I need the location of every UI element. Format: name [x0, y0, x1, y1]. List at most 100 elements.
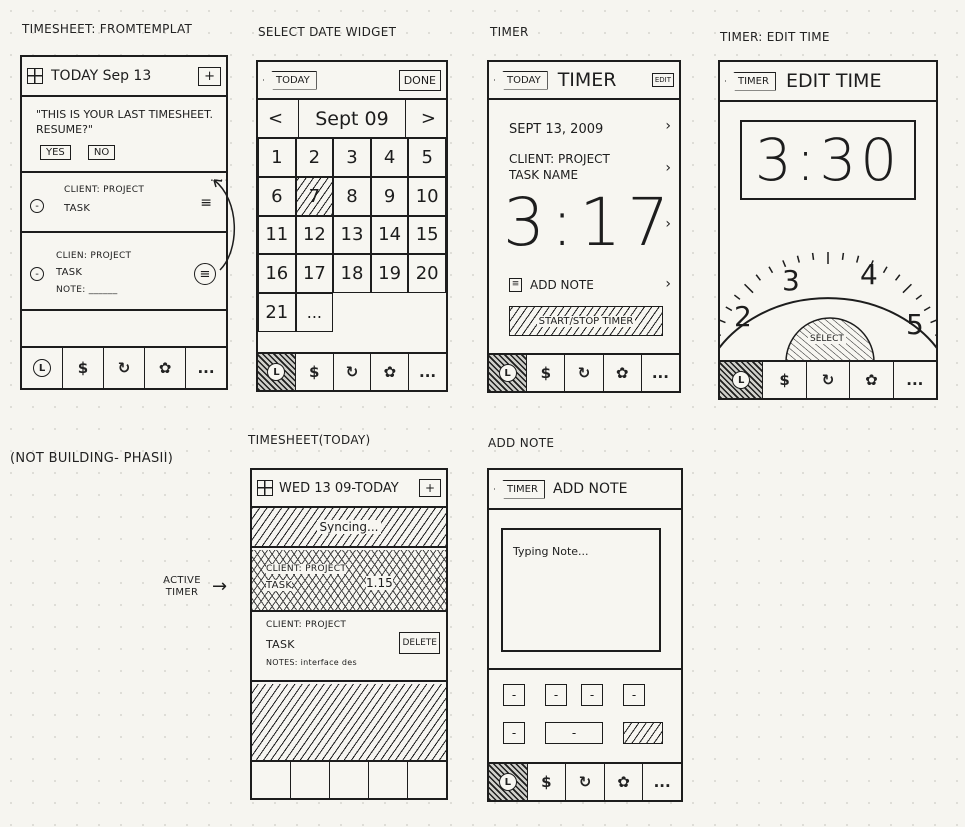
list-item[interactable]: - CLIENT: PROJECT TASK ≡	[22, 175, 226, 233]
tab-refresh[interactable]: ↻	[807, 362, 851, 398]
calendar-day[interactable]: 11	[258, 215, 296, 255]
delete-button[interactable]: DELETE	[399, 632, 440, 654]
dial-label-3: 3	[782, 264, 800, 297]
dial-tick	[755, 274, 762, 281]
tab-clock[interactable]: L	[720, 362, 764, 398]
drag-handle-icon[interactable]: ≡	[200, 195, 212, 211]
calendar-day[interactable]: 5	[408, 138, 446, 177]
add-button[interactable]: +	[198, 66, 221, 86]
calendar-day[interactable]: 19	[370, 254, 409, 294]
tab-refresh[interactable]: ↻	[104, 348, 145, 388]
add-button[interactable]: +	[418, 479, 441, 497]
space-key[interactable]: -	[545, 722, 603, 744]
return-key[interactable]	[623, 722, 663, 744]
dial-tick	[894, 274, 901, 281]
tab-1[interactable]	[252, 762, 291, 798]
calendar-day[interactable]: 10	[408, 176, 446, 216]
tab-5[interactable]	[408, 762, 446, 798]
next-month-button[interactable]: >	[420, 108, 436, 129]
refresh-icon: ↻	[578, 773, 592, 791]
tab-more[interactable]: ...	[409, 354, 446, 390]
dial-tick	[782, 260, 787, 268]
tab-settings[interactable]: ✿	[605, 764, 644, 800]
tab-refresh[interactable]: ↻	[334, 354, 372, 390]
calendar-day[interactable]: ...	[295, 293, 334, 332]
tab-more[interactable]: ...	[186, 348, 226, 388]
calendar-day[interactable]: 16	[258, 254, 296, 294]
start-stop-button[interactable]: START/STOP TIMER	[509, 306, 663, 336]
back-button[interactable]: TIMER	[725, 71, 776, 91]
remove-icon[interactable]: -	[30, 267, 44, 281]
timer-client: CLIENT: PROJECT	[509, 152, 610, 166]
calendar-day[interactable]: 15	[408, 215, 446, 255]
calendar-day[interactable]: 20	[408, 254, 446, 294]
drag-handle-icon[interactable]: ≡	[194, 263, 216, 285]
key[interactable]: -	[503, 684, 525, 706]
clock-icon: L	[498, 773, 517, 791]
edit-button[interactable]: EDIT	[651, 73, 674, 87]
no-button[interactable]: NO	[87, 145, 116, 160]
done-button[interactable]: DONE	[398, 69, 441, 91]
calendar-day[interactable]: 4	[370, 138, 409, 177]
yes-button[interactable]: YES	[40, 145, 71, 160]
time-dial[interactable]	[720, 212, 936, 362]
time-row[interactable]: 3:17 ›	[489, 184, 679, 261]
tab-money[interactable]: $	[528, 764, 567, 800]
calendar-day[interactable]: 9	[370, 176, 409, 216]
header: TIMER ADD NOTE	[489, 470, 681, 510]
tab-settings[interactable]: ✿	[371, 354, 410, 390]
calendar-day[interactable]: 8	[333, 176, 371, 216]
key[interactable]: -	[623, 684, 645, 706]
calendar-day[interactable]: 14	[370, 215, 409, 255]
back-button[interactable]: TODAY	[494, 70, 548, 90]
date-row[interactable]: SEPT 13, 2009 ›	[509, 118, 679, 138]
dial-tick	[720, 319, 726, 324]
calendar-day[interactable]: 21	[258, 293, 296, 332]
project-row[interactable]: CLIENT: PROJECT TASK NAME ›	[509, 152, 679, 188]
tab-refresh[interactable]: ↻	[566, 764, 605, 800]
add-note-row[interactable]: ≡ ADD NOTE ›	[509, 274, 679, 296]
tab-clock[interactable]: L	[22, 348, 63, 388]
tab-4[interactable]	[369, 762, 408, 798]
calendar-day[interactable]: 18	[333, 254, 371, 294]
calendar-day[interactable]: 7	[295, 176, 334, 216]
tab-more[interactable]: ...	[894, 362, 936, 398]
tab-clock[interactable]: L	[489, 764, 528, 800]
calendar-day[interactable]: 17	[295, 254, 334, 294]
tab-clock[interactable]: L	[489, 355, 528, 391]
tab-settings[interactable]: ✿	[145, 348, 186, 388]
tab-refresh[interactable]: ↻	[565, 355, 604, 391]
tab-money[interactable]: $	[296, 354, 334, 390]
prev-month-button[interactable]: <	[268, 108, 284, 129]
tab-money[interactable]: $	[527, 355, 566, 391]
tab-money[interactable]: $	[763, 362, 807, 398]
active-timer-row[interactable]: CLIENT: PROJECT TASK 1.15 ›	[252, 550, 446, 612]
tab-more[interactable]: ...	[642, 355, 679, 391]
tab-settings[interactable]: ✿	[604, 355, 642, 391]
tab-2[interactable]	[291, 762, 330, 798]
calendar-day[interactable]: 13	[333, 215, 371, 255]
dial-tick	[882, 266, 888, 274]
tab-3[interactable]	[330, 762, 369, 798]
key[interactable]: -	[545, 684, 567, 706]
key[interactable]: -	[581, 684, 603, 706]
calendar-icon[interactable]	[257, 480, 273, 496]
note-textarea[interactable]: Typing Note...	[501, 528, 661, 652]
tab-clock[interactable]: L	[258, 354, 296, 390]
calendar-day[interactable]: 1	[258, 138, 296, 177]
tab-money[interactable]: $	[63, 348, 104, 388]
list-item[interactable]: - CLIEN: PROJECT TASK NOTE: ______ ≡	[22, 235, 226, 311]
key[interactable]: -	[503, 722, 525, 744]
back-button[interactable]: TIMER	[494, 479, 545, 499]
calendar-day[interactable]: 12	[295, 215, 334, 255]
calendar-day[interactable]: 6	[258, 176, 296, 216]
calendar-day[interactable]: 2	[295, 138, 334, 177]
calendar-icon[interactable]	[27, 68, 43, 84]
tab-more[interactable]: ...	[643, 764, 681, 800]
tab-settings[interactable]: ✿	[850, 362, 894, 398]
select-button[interactable]: SELECT	[808, 334, 846, 344]
list-item[interactable]: CLIENT: PROJECT TASK NOTES: interface de…	[252, 614, 446, 682]
remove-icon[interactable]: -	[30, 199, 44, 213]
calendar-day[interactable]: 3	[333, 138, 371, 177]
back-button[interactable]: TODAY	[263, 70, 317, 90]
